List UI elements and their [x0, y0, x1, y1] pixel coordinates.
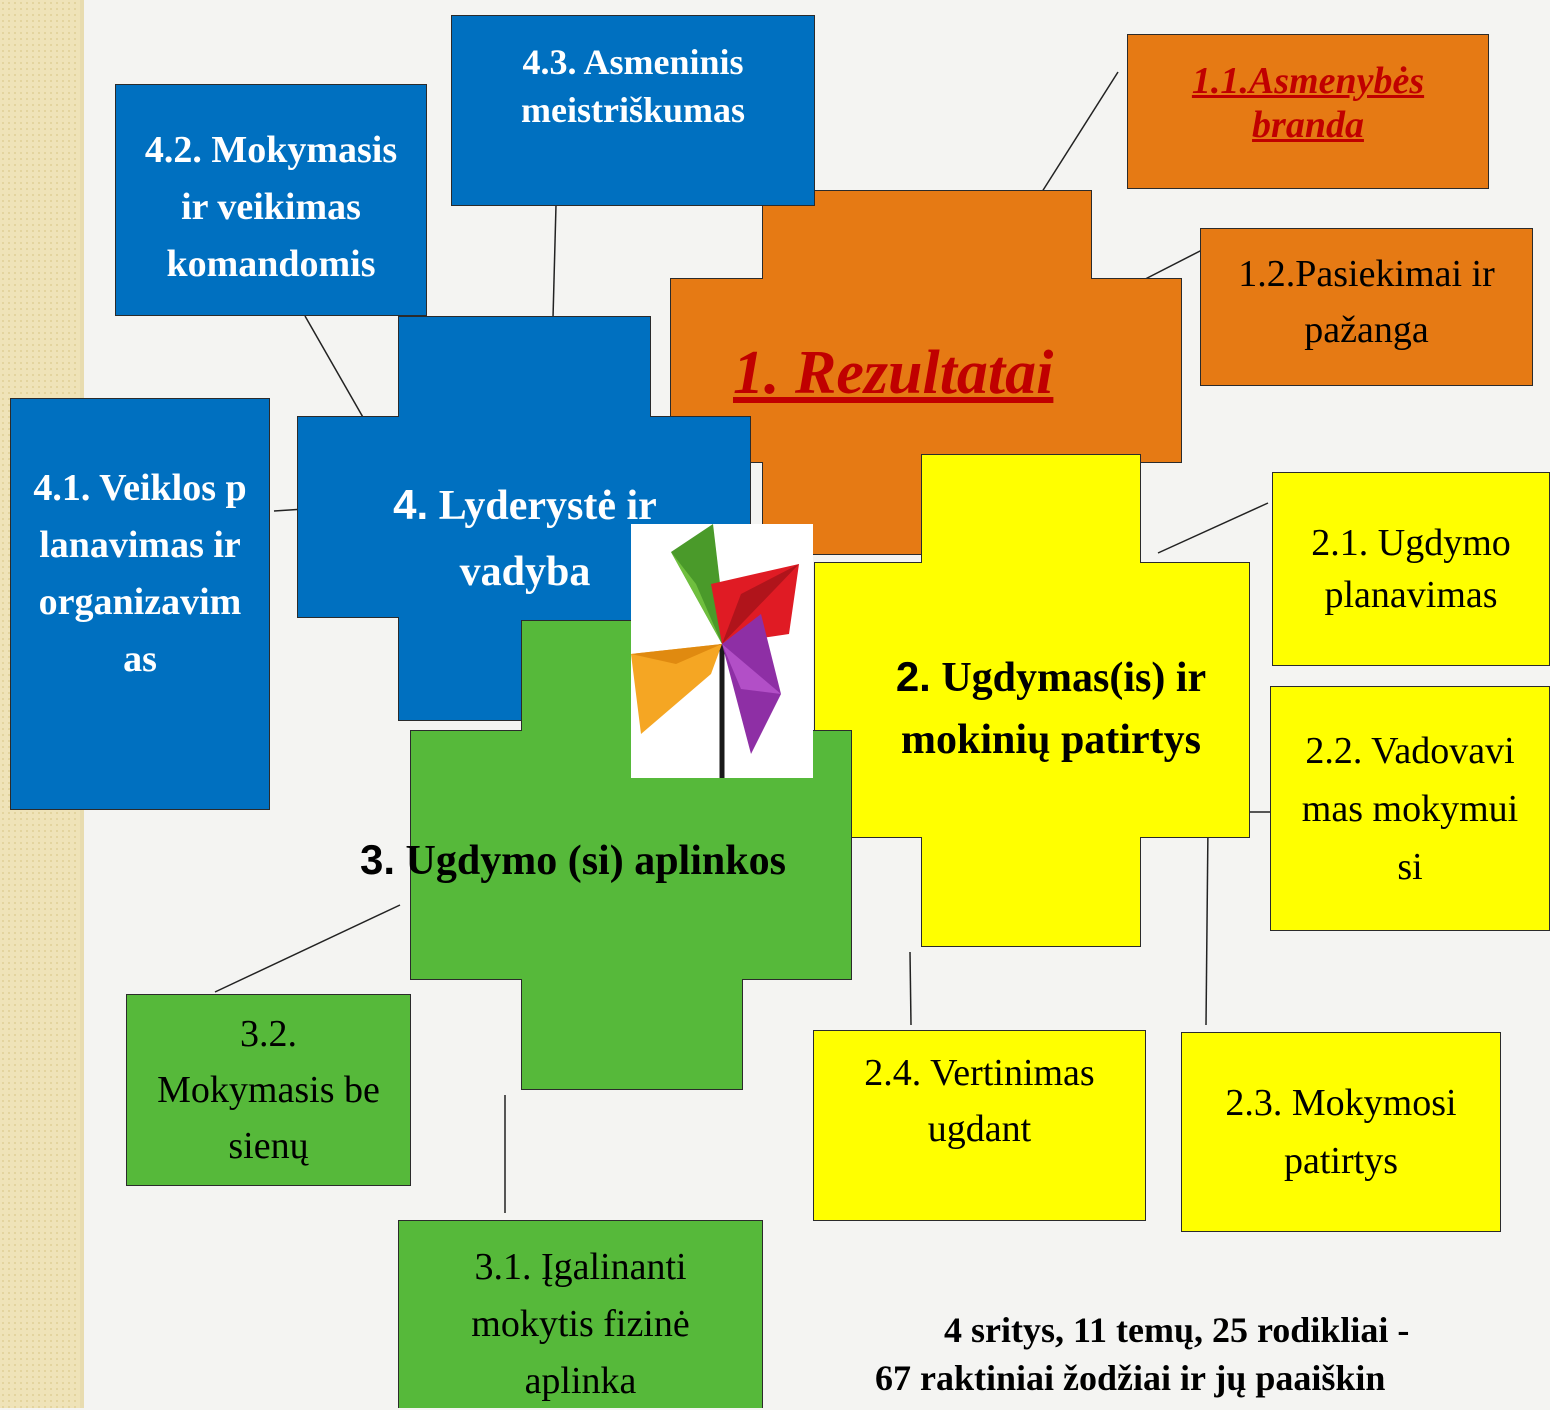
topic-4-1-label: 4.1. Veiklos planavimas ir organizavimas — [33, 467, 247, 680]
area3-title-num: 3. — [360, 836, 396, 883]
topic-2-2-box: 2.2. Vadovavimas mokymuisi — [1270, 686, 1550, 931]
topic-1-1-label: 1.1.Asmenybės branda — [1191, 59, 1425, 146]
topic-3-2-label: 3.2. Mokymasis be sienų — [157, 1013, 380, 1167]
area1-title: 1. Rezultatai — [733, 339, 1054, 407]
pinwheel-icon — [631, 524, 813, 778]
topic-2-1-label: 2.1. Ugdymo planavimas — [1311, 522, 1511, 616]
topic-2-4-box: 2.4. Vertinimas ugdant — [813, 1030, 1146, 1221]
topic-1-1-box: 1.1.Asmenybės branda — [1127, 34, 1489, 189]
topic-4-2-label: 4.2. Mokymasis ir veikimas komandomis — [144, 129, 398, 285]
topic-4-3-label: 4.3. Asmeninis meistriškumas — [521, 41, 745, 130]
topic-4-1-box: 4.1. Veiklos planavimas ir organizavimas — [10, 398, 270, 810]
topic-1-2-box: 1.2.Pasiekimai ir pažanga — [1200, 228, 1533, 386]
topic-3-1-label: 3.1. Įgalinanti mokytis fizinė aplinka — [471, 1246, 690, 1402]
area2-title: 2. Ugdymas(is) ir mokinių patirtys — [846, 646, 1256, 771]
area4-title-num: 4. — [393, 481, 429, 528]
topic-3-2-box: 3.2. Mokymasis be sienų — [126, 994, 411, 1186]
area3-title: 3. Ugdymo (si) aplinkos — [360, 830, 786, 891]
area4-title: 4. Lyderystė ir vadyba — [345, 472, 705, 605]
topic-2-3-label: 2.3. Mokymosi patirtys — [1225, 1082, 1457, 1182]
topic-2-2-label: 2.2. Vadovavimas mokymuisi — [1301, 729, 1519, 888]
area2-title-text: Ugdymas(is) ir mokinių patirtys — [901, 655, 1207, 763]
footer-line-2: 67 raktiniai žodžiai ir jų paaiškin — [875, 1358, 1386, 1398]
area4-title-text: Lyderystė ir vadyba — [438, 483, 657, 595]
topic-3-1-box: 3.1. Įgalinanti mokytis fizinė aplinka — [398, 1220, 763, 1408]
area2-title-num: 2. — [895, 653, 931, 700]
topic-2-1-box: 2.1. Ugdymo planavimas — [1272, 472, 1550, 666]
topic-2-3-box: 2.3. Mokymosi patirtys — [1181, 1032, 1501, 1232]
footer-line-1: 4 sritys, 11 temų, 25 rodikliai - — [944, 1310, 1410, 1350]
topic-1-2-label: 1.2.Pasiekimai ir pažanga — [1238, 253, 1495, 351]
topic-4-2-box: 4.2. Mokymasis ir veikimas komandomis — [115, 84, 427, 316]
area3-title-text: Ugdymo (si) aplinkos — [405, 838, 786, 884]
topic-4-3-box: 4.3. Asmeninis meistriškumas — [451, 15, 815, 206]
topic-2-4-label: 2.4. Vertinimas ugdant — [864, 1051, 1095, 1150]
